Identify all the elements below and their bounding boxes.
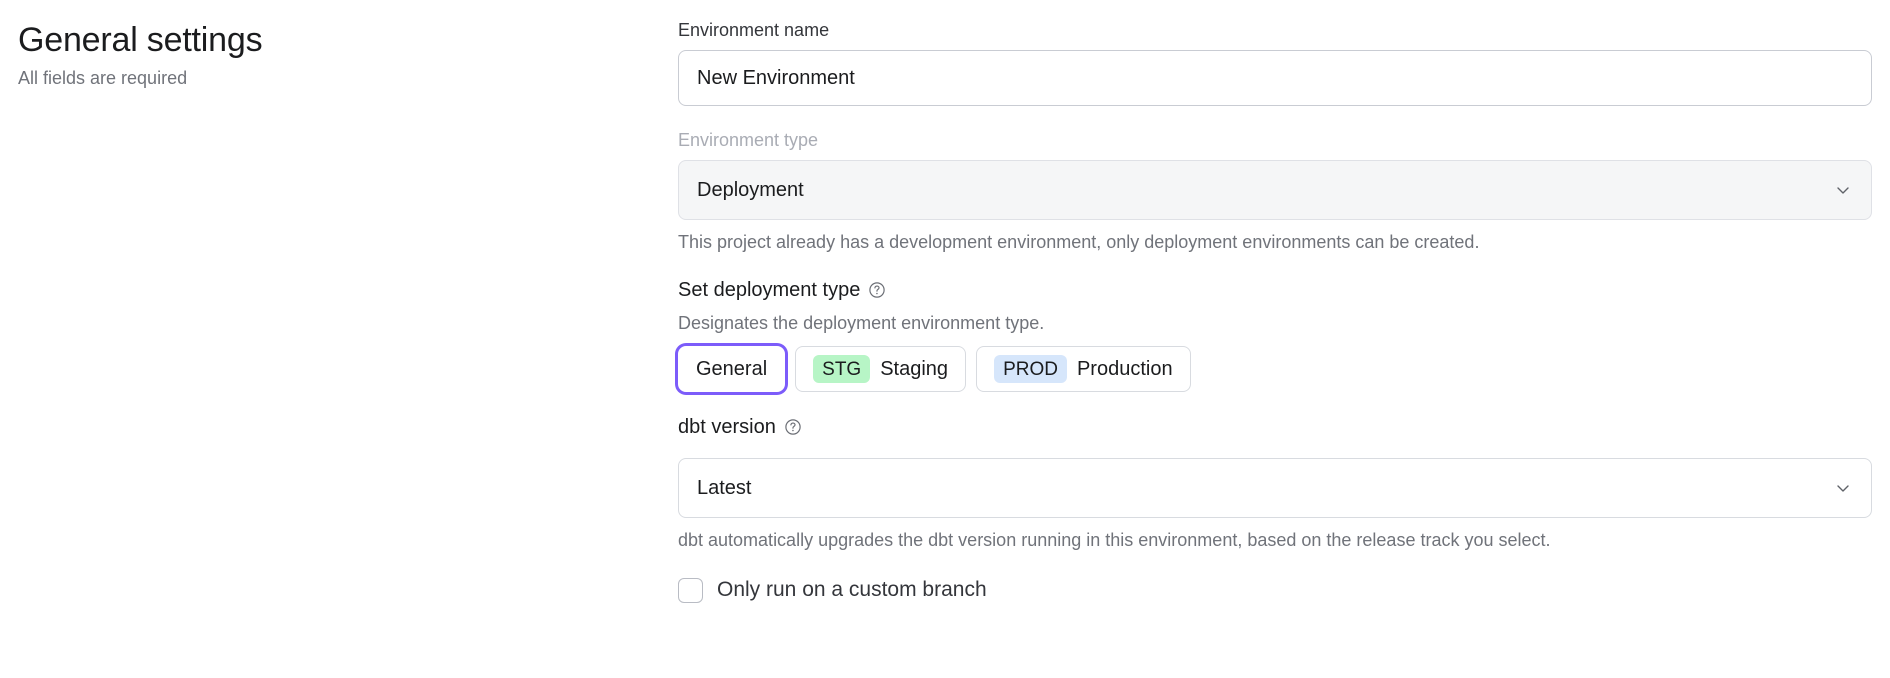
environment-type-select[interactable]: Deployment <box>678 160 1872 220</box>
environment-name-label: Environment name <box>678 20 830 40</box>
environment-type-select-wrap: Deployment <box>678 160 1872 220</box>
environment-type-value: Deployment <box>697 178 804 201</box>
custom-branch-row: Only run on a custom branch <box>678 577 1872 603</box>
question-circle-icon[interactable] <box>868 281 886 299</box>
custom-branch-label: Only run on a custom branch <box>717 578 987 601</box>
custom-branch-checkbox[interactable] <box>678 577 703 603</box>
dbt-version-helper-text: dbt automatically upgrades the dbt versi… <box>678 530 1551 550</box>
deployment-type-field: Set deployment type Designates the deplo… <box>678 277 1872 392</box>
environment-type-helper-text: This project already has a development e… <box>678 232 1480 252</box>
dbt-version-field: dbt version Latest <box>678 414 1872 553</box>
deployment-type-option-general-label: General <box>696 357 768 380</box>
environment-type-field: Environment type Deployment This project… <box>678 128 1872 255</box>
deployment-type-options: General STG Staging PROD Production <box>678 346 1872 392</box>
dbt-version-label: dbt version <box>678 416 776 438</box>
settings-intro-column: General settings All fields are required <box>0 18 678 678</box>
environment-name-input[interactable] <box>678 50 1872 106</box>
question-circle-icon[interactable] <box>784 418 802 436</box>
dbt-version-heading: dbt version <box>678 414 1872 440</box>
deployment-type-option-general[interactable]: General <box>678 346 786 392</box>
page-title: General settings <box>18 21 263 59</box>
dbt-version-select-wrap: Latest <box>678 458 1872 518</box>
deployment-type-description: Designates the deployment environment ty… <box>678 313 1045 333</box>
deployment-type-option-production[interactable]: PROD Production <box>976 346 1191 392</box>
deployment-type-option-staging[interactable]: STG Staging <box>795 346 967 392</box>
deployment-type-option-production-label: Production <box>1076 357 1173 380</box>
dbt-version-select[interactable]: Latest <box>678 458 1872 518</box>
settings-form-column: Environment name Environment type Deploy… <box>678 18 1890 678</box>
environment-name-field: Environment name <box>678 18 1872 106</box>
staging-badge: STG <box>813 355 871 383</box>
deployment-type-option-staging-label: Staging <box>880 357 949 380</box>
environment-type-label: Environment type <box>678 130 819 150</box>
dbt-version-value: Latest <box>697 476 752 499</box>
deployment-type-label: Set deployment type <box>678 279 861 301</box>
production-badge: PROD <box>994 355 1067 383</box>
deployment-type-heading: Set deployment type <box>678 277 1872 303</box>
page-subtitle: All fields are required <box>18 68 188 88</box>
